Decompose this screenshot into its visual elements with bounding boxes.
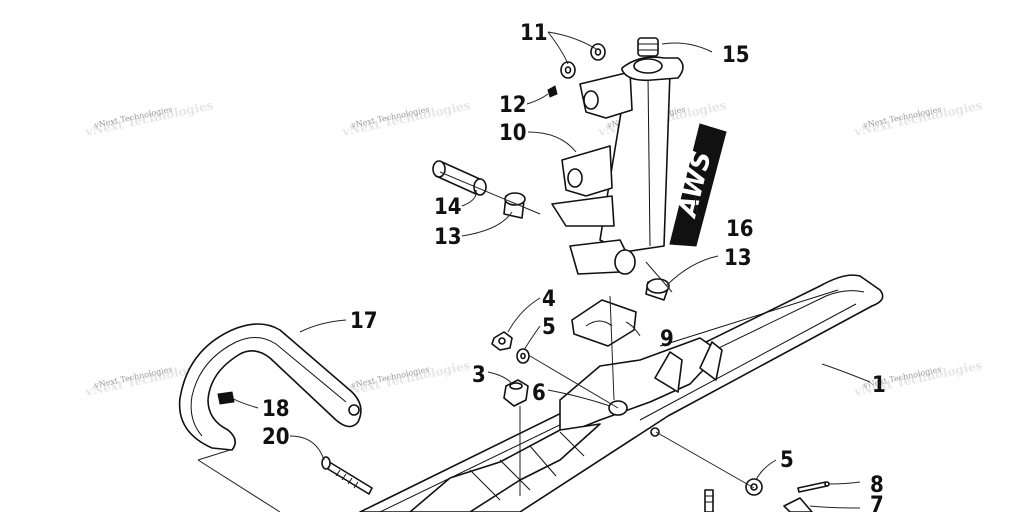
washer-part-11b (560, 61, 576, 79)
callout-5b: 5 (780, 448, 794, 473)
ski-loop-part-17 (178, 323, 362, 451)
bushing-part-13b (645, 278, 670, 301)
washer-part-5a (516, 348, 530, 364)
washer-part-5b (745, 478, 763, 496)
callout-4: 4 (542, 287, 556, 312)
callout-13a: 13 (434, 225, 462, 250)
callout-10: 10 (499, 121, 527, 146)
sleeve-part-14 (432, 160, 487, 196)
callout-7: 7 (870, 493, 884, 512)
callout-13b: 13 (724, 246, 752, 271)
callout-3: 3 (472, 363, 486, 388)
callout-20: 20 (262, 425, 290, 450)
callout-1: 1 (872, 373, 886, 398)
nut-part-3 (503, 379, 529, 407)
stud-part (704, 489, 714, 512)
ski-part-1 (359, 274, 884, 512)
callout-18: 18 (262, 397, 290, 422)
grease-fitting-part-12 (547, 85, 558, 98)
spindle-part-10 (551, 37, 684, 275)
callout-9: 9 (660, 327, 674, 352)
part-7 (783, 497, 813, 512)
leader-lines (197, 31, 871, 512)
callout-labels: 11 15 12 10 14 13 16 13 4 5 9 3 6 17 18 … (262, 21, 886, 512)
bushing-part-13a (503, 192, 526, 219)
washer-part-11a (590, 43, 606, 61)
callout-5a: 5 (542, 315, 556, 340)
callout-6: 6 (532, 381, 546, 406)
callout-15: 15 (722, 43, 750, 68)
pin-part-8 (797, 481, 830, 493)
callout-14: 14 (434, 195, 462, 220)
nut-part-4 (491, 331, 513, 351)
bolt-part-20 (321, 456, 373, 495)
callout-8: 8 (870, 473, 884, 498)
callout-17: 17 (350, 309, 378, 334)
callout-12: 12 (499, 93, 527, 118)
decal-part-16: AWS (669, 123, 727, 247)
callout-11: 11 (520, 21, 548, 46)
callout-16: 16 (726, 217, 754, 242)
wear-pad-part-9 (571, 299, 637, 347)
